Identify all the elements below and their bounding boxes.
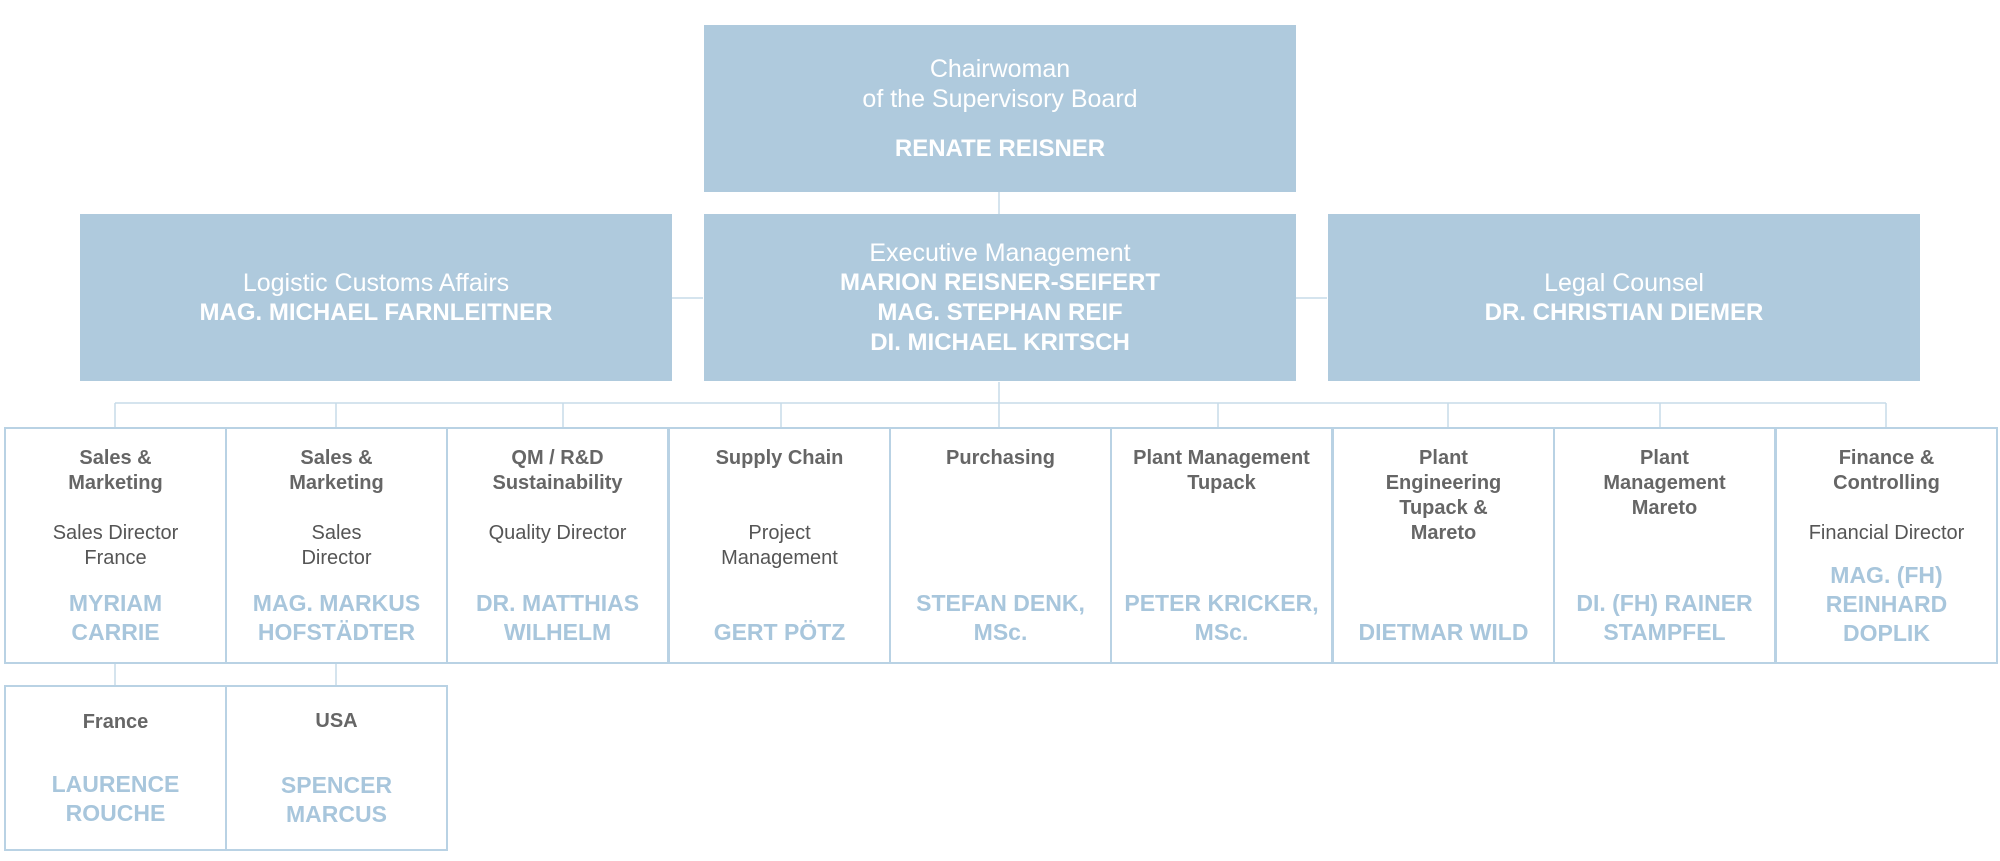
department-role: Financial Director bbox=[1808, 522, 1965, 544]
department-box: QM / R&D Sustainability Quality Director… bbox=[446, 427, 669, 664]
department-title: Sales & Marketing bbox=[68, 447, 163, 494]
department-title: Plant Management Tupack bbox=[1133, 447, 1310, 494]
department-person: GERT PÖTZ bbox=[713, 619, 846, 645]
department-person: STEFAN DENK, MSc. bbox=[916, 590, 1085, 645]
executive-management-label: Executive Management bbox=[869, 238, 1131, 267]
department-title: Supply Chain bbox=[715, 447, 844, 469]
department-person: MAG. (FH) REINHARD DOPLIK bbox=[1825, 562, 1948, 646]
department-box: Plant Management Mareto DI. (FH) RAINER … bbox=[1553, 427, 1776, 664]
department-title: QM / R&D Sustainability bbox=[492, 447, 623, 494]
legal-counsel-label: Legal Counsel bbox=[1544, 268, 1704, 297]
chairwoman-name: RENATE REISNER bbox=[894, 134, 1106, 162]
sub-department-title: France bbox=[82, 711, 149, 733]
sub-department-title: USA bbox=[315, 710, 358, 732]
department-title: Plant Engineering Tupack & Mareto bbox=[1385, 447, 1502, 544]
department-person: MYRIAM CARRIE bbox=[68, 590, 163, 645]
logistic-customs-box: Logistic Customs Affairs MAG. MICHAEL FA… bbox=[80, 214, 672, 381]
sub-department-box: France LAURENCE ROUCHE bbox=[4, 685, 227, 851]
department-box: Purchasing STEFAN DENK, MSc. bbox=[889, 427, 1112, 664]
department-title: Finance & Controlling bbox=[1833, 447, 1940, 494]
department-box: Sales & Marketing Sales Director France … bbox=[4, 427, 227, 664]
department-role: Quality Director bbox=[488, 522, 627, 544]
department-person: DI. (FH) RAINER STAMPFEL bbox=[1576, 590, 1753, 645]
department-box: Plant Engineering Tupack & Mareto DIETMA… bbox=[1332, 427, 1555, 664]
logistic-customs-name: MAG. MICHAEL FARNLEITNER bbox=[199, 298, 553, 326]
department-role: Sales Director France bbox=[52, 522, 179, 569]
department-person: MAG. MARKUS HOFSTÄDTER bbox=[252, 590, 421, 645]
department-title: Purchasing bbox=[946, 447, 1055, 469]
department-title: Plant Management Mareto bbox=[1603, 447, 1726, 519]
department-person: PETER KRICKER, MSc. bbox=[1124, 590, 1319, 645]
chairwoman-box: Chairwoman of the Supervisory Board RENA… bbox=[704, 25, 1296, 192]
department-box: Plant Management Tupack PETER KRICKER, M… bbox=[1110, 427, 1333, 664]
executive-management-box: Executive Management MARION REISNER-SEIF… bbox=[704, 214, 1296, 381]
executive-name: MAG. STEPHAN REIF bbox=[877, 298, 1123, 326]
sub-department-person: SPENCER MARCUS bbox=[280, 772, 393, 827]
department-box: Finance & Controlling Financial Director… bbox=[1775, 427, 1998, 664]
department-role: Sales Director bbox=[301, 522, 372, 569]
department-person: DIETMAR WILD bbox=[1358, 619, 1529, 645]
department-title: Sales & Marketing bbox=[289, 447, 384, 494]
department-box: Supply Chain Project Management GERT PÖT… bbox=[668, 427, 891, 664]
legal-counsel-name: DR. CHRISTIAN DIEMER bbox=[1484, 298, 1764, 326]
department-box: Sales & Marketing Sales Director MAG. MA… bbox=[225, 427, 448, 664]
executive-name: MARION REISNER-SEIFERT bbox=[839, 268, 1160, 296]
logistic-customs-label: Logistic Customs Affairs bbox=[242, 268, 510, 297]
department-person: DR. MATTHIAS WILHELM bbox=[475, 590, 640, 645]
executive-name: DI. MICHAEL KRITSCH bbox=[870, 328, 1130, 356]
chairwoman-label: Chairwoman of the Supervisory Board bbox=[862, 54, 1138, 113]
sub-department-person: LAURENCE ROUCHE bbox=[51, 771, 180, 826]
sub-department-box: USA SPENCER MARCUS bbox=[225, 685, 448, 851]
legal-counsel-box: Legal Counsel DR. CHRISTIAN DIEMER bbox=[1328, 214, 1920, 381]
department-role: Project Management bbox=[721, 522, 838, 569]
